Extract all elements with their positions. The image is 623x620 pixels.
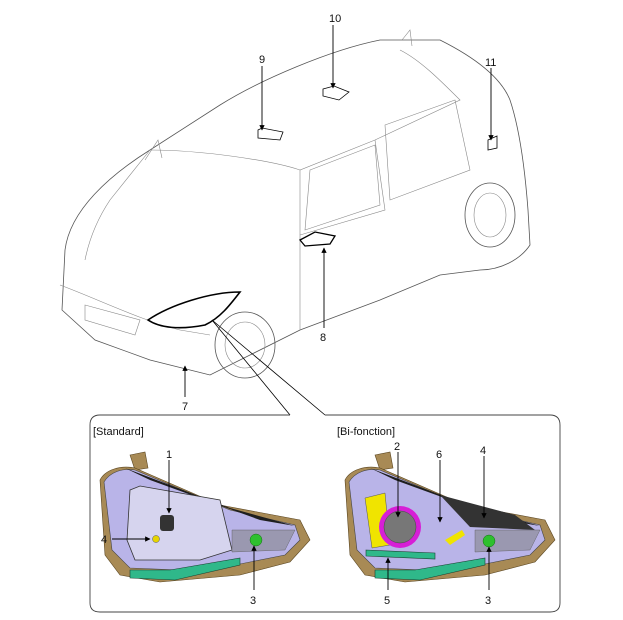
callout-3-bifonction: 3 bbox=[485, 595, 491, 607]
callout-7: 7 bbox=[182, 401, 188, 413]
callout-10: 10 bbox=[329, 13, 341, 25]
bifonction-title: [Bi-fonction] bbox=[337, 426, 395, 438]
callout-3-standard: 3 bbox=[250, 595, 256, 607]
standard-title: [Standard] bbox=[93, 426, 144, 438]
standard-headlamp: [Standard] 1 4 3 bbox=[93, 426, 311, 607]
callout-1: 1 bbox=[166, 449, 172, 461]
callout-6: 6 bbox=[436, 449, 442, 461]
bifonction-headlamp: [Bi-fonction] 2 6 4 5 3 bbox=[337, 426, 556, 607]
car-callouts: 10 9 11 8 7 bbox=[182, 13, 496, 416]
detail-box bbox=[89, 414, 561, 613]
callout-5: 5 bbox=[384, 595, 390, 607]
callout-4-standard: 4 bbox=[101, 534, 107, 546]
callout-9: 9 bbox=[259, 54, 265, 66]
car-illustration bbox=[59, 29, 531, 379]
zoom-line-left bbox=[211, 319, 291, 416]
callout-8: 8 bbox=[320, 332, 326, 344]
zoom-line-right bbox=[211, 319, 326, 416]
callout-2: 2 bbox=[394, 441, 400, 453]
callout-4-bifonction: 4 bbox=[480, 445, 486, 457]
callout-11: 11 bbox=[485, 57, 496, 69]
